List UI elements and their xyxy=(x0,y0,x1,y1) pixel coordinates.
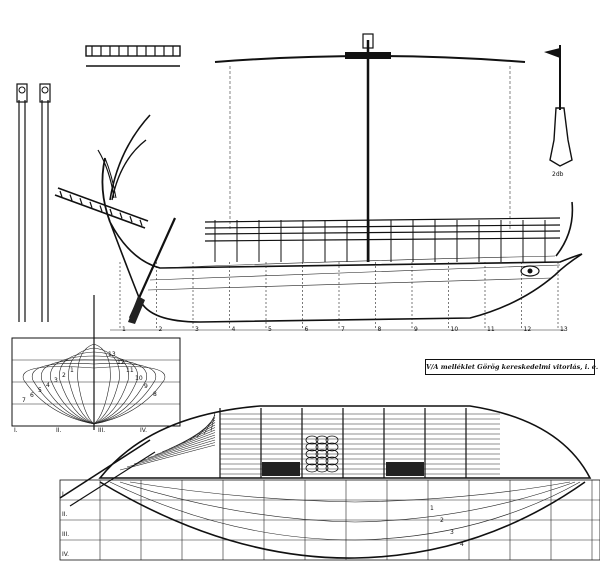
body-section-line xyxy=(50,355,95,425)
cargo-sack xyxy=(325,442,339,452)
plan-line-number: 2 xyxy=(440,517,444,524)
body-section-line xyxy=(93,347,120,425)
body-right-number: 12 xyxy=(117,359,125,366)
station-number: 3 xyxy=(195,326,199,333)
deck-plank xyxy=(154,432,216,456)
body-section-line xyxy=(31,363,95,425)
body-section-line xyxy=(93,355,138,425)
cargo-sack xyxy=(305,449,319,459)
body-section-line xyxy=(93,343,111,425)
deck-plank xyxy=(119,444,216,471)
cargo-sack xyxy=(325,449,339,459)
steering-oar-detail-1 xyxy=(16,83,28,322)
cargo-sack xyxy=(315,442,329,452)
plan-line-number: 4 xyxy=(460,541,464,548)
body-left-number: 1 xyxy=(70,367,74,374)
deck-plank xyxy=(203,414,216,435)
cargo-sack xyxy=(305,463,319,473)
station-number: 4 xyxy=(232,326,236,333)
deck-plank xyxy=(189,419,216,441)
station-number: 7 xyxy=(341,326,345,333)
body-section-line xyxy=(93,351,129,425)
body-right-number: 8 xyxy=(153,391,157,398)
body-section-line xyxy=(93,366,166,425)
plan-row-label: IV. xyxy=(62,551,69,558)
station-number: 5 xyxy=(268,326,272,333)
stern-ladder-rung xyxy=(109,208,113,216)
cargo-sack xyxy=(315,463,329,473)
stern-ladder-rung xyxy=(139,219,143,226)
station-number: 10 xyxy=(451,326,459,333)
plan-row-label: I. xyxy=(62,491,66,498)
stern-ladder-rung xyxy=(79,198,83,205)
station-number: 8 xyxy=(378,326,382,333)
deck-plank xyxy=(210,412,216,432)
cargo-sack xyxy=(325,456,339,466)
station-number: 1 xyxy=(122,326,126,333)
body-row-label: III. xyxy=(98,427,105,434)
pennant-detail: 2db xyxy=(544,45,573,178)
body-right-number: 11 xyxy=(126,367,134,374)
cargo-sack xyxy=(325,435,339,445)
body-left-number: 2 xyxy=(62,372,66,379)
stern-ladder-rung xyxy=(129,216,133,223)
cargo-sack xyxy=(325,463,339,473)
body-left-number: 3 xyxy=(54,377,58,384)
deck-plank xyxy=(140,437,216,462)
body-left-number: 7 xyxy=(22,397,26,404)
stern-ladder-rung xyxy=(99,205,103,212)
stern-ladder-rung xyxy=(119,212,123,219)
body-left-number: 4 xyxy=(46,382,50,389)
body-row-label: II. xyxy=(56,427,62,434)
body-section-line xyxy=(68,347,95,425)
stern-ladder-rung xyxy=(89,201,93,208)
body-row-label: I. xyxy=(14,427,18,434)
deck-plank xyxy=(196,417,216,438)
station-number: 2 xyxy=(159,326,163,333)
body-section-line xyxy=(59,351,95,425)
plan-line-number: 3 xyxy=(450,529,454,536)
ladder-detail xyxy=(85,45,181,67)
body-right-number: 13 xyxy=(108,351,116,358)
cargo-sack xyxy=(305,435,319,445)
cargo-sack xyxy=(315,449,329,459)
cargo-sack xyxy=(305,456,319,466)
body-section-line xyxy=(41,359,95,425)
plan-line-number: 1 xyxy=(430,505,434,512)
steering-oar-detail-2 xyxy=(39,83,51,322)
stern-ladder-rung xyxy=(59,190,63,198)
station-number: 12 xyxy=(524,326,532,333)
body-row-label: IV. xyxy=(140,427,147,434)
station-number: 11 xyxy=(487,326,495,333)
body-left-number: 6 xyxy=(30,392,34,399)
station-number: 13 xyxy=(560,326,568,333)
plan-row-label: III. xyxy=(62,531,69,538)
body-section-line xyxy=(22,366,95,425)
stern-ladder-rung xyxy=(69,194,73,201)
plan-row-label: II. xyxy=(62,511,68,518)
cargo-sack xyxy=(315,456,329,466)
body-section-line xyxy=(93,363,157,425)
deck-plank xyxy=(133,439,216,465)
cargo-sack xyxy=(315,435,329,445)
body-section-line xyxy=(77,343,95,425)
deck-plank xyxy=(126,442,216,468)
plate-caption: V/A melléklet Görög kereskedelmi vitorlá… xyxy=(425,359,600,375)
deck-plank xyxy=(147,434,216,459)
body-right-number: 10 xyxy=(135,375,143,382)
station-number: 6 xyxy=(305,326,309,333)
cargo-sack xyxy=(305,442,319,452)
body-right-number: 9 xyxy=(144,383,148,390)
body-section-line xyxy=(93,359,147,425)
station-number: 9 xyxy=(414,326,418,333)
body-left-number: 5 xyxy=(38,387,42,394)
detail-label: 2db xyxy=(552,171,564,178)
